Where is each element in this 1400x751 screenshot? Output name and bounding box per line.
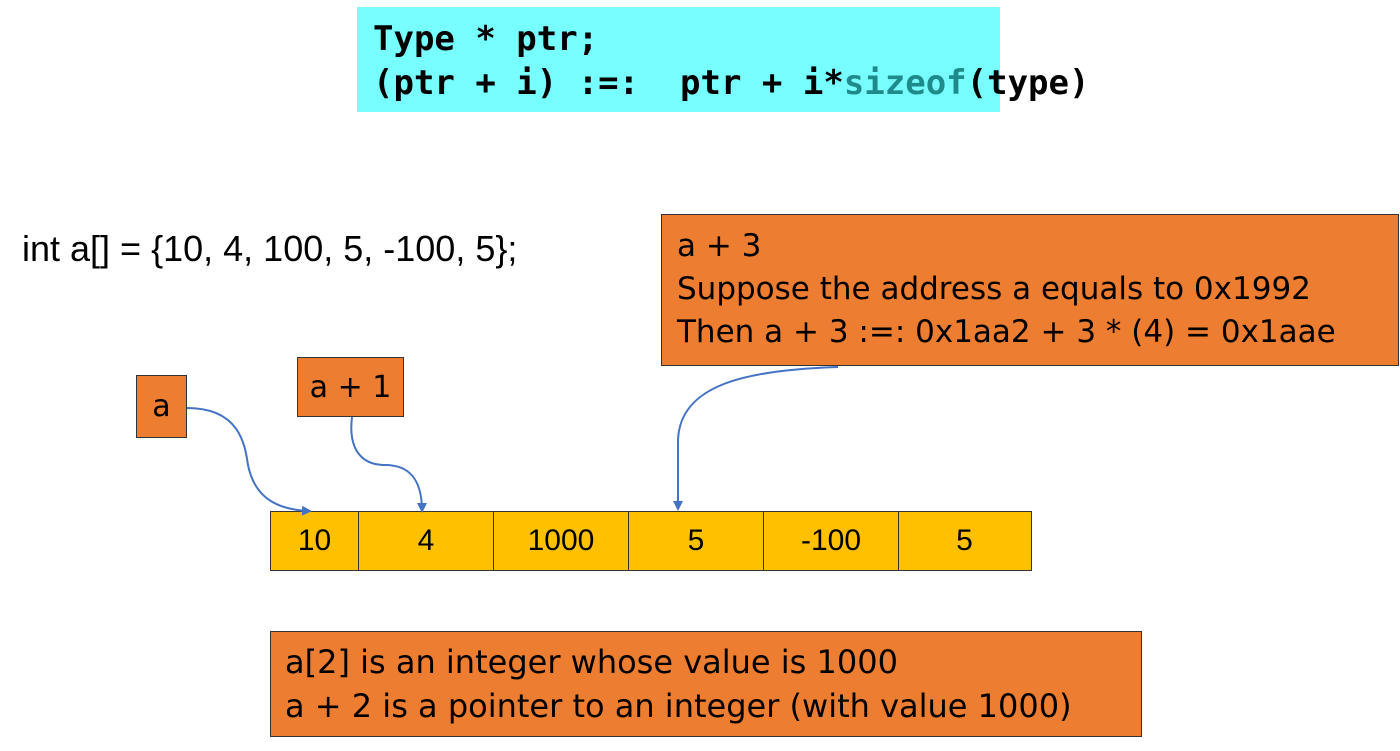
array-cell-5: 5 <box>956 524 973 557</box>
note-a2-line-1: a[2] is an integer whose value is 1000 <box>285 643 898 681</box>
array-cell-4: -100 <box>764 512 899 570</box>
label-a-plus-1: a + 1 <box>297 357 404 417</box>
arrow-a-to-cell-0 <box>186 407 312 516</box>
sizeof-keyword: sizeof <box>843 63 967 103</box>
code-line-1: Type * ptr; <box>373 19 599 59</box>
note-a3-line-2: Suppose the address a equals to 0x1992 <box>677 271 1311 307</box>
array-cell-3: 5 <box>629 512 764 570</box>
pointer-arithmetic-code-box: Type * ptr;(ptr + i) :=: ptr + i*sizeof(… <box>357 7 1089 112</box>
array-cell-1: 4 <box>359 512 494 570</box>
label-a: a <box>136 375 187 438</box>
arrow-a-plus-3-to-cell-3 <box>673 366 839 511</box>
note-a-plus-2: a[2] is an integer whose value is 1000 a … <box>270 631 1142 737</box>
arrow-a-plus-1-to-cell-1 <box>350 416 427 513</box>
code-line-2-prefix: (ptr + i) :=: ptr + i* <box>373 63 844 103</box>
code-line-2-suffix: (type) <box>966 63 1090 103</box>
note-a3-line-1: a + 3 <box>677 228 762 264</box>
note-a2-line-2: a + 2 is a pointer to an integer (with v… <box>285 687 1072 725</box>
array-declaration: int a[] = {10, 4, 100, 5, -100, 5}; <box>22 228 518 269</box>
array-cells: 10 4 1000 5 -100 5 <box>270 511 1032 571</box>
note-a3-line-3: Then a + 3 :=: 0x1aa2 + 3 * (4) = 0x1aae <box>677 314 1336 350</box>
note-a-plus-3: a + 3 Suppose the address a equals to 0x1… <box>661 214 1399 366</box>
array-cell-2: 1000 <box>494 512 629 570</box>
code-line-2: (ptr + i) :=: ptr + i*sizeof(type) <box>373 61 1089 105</box>
array-cell-0: 10 <box>271 512 359 570</box>
